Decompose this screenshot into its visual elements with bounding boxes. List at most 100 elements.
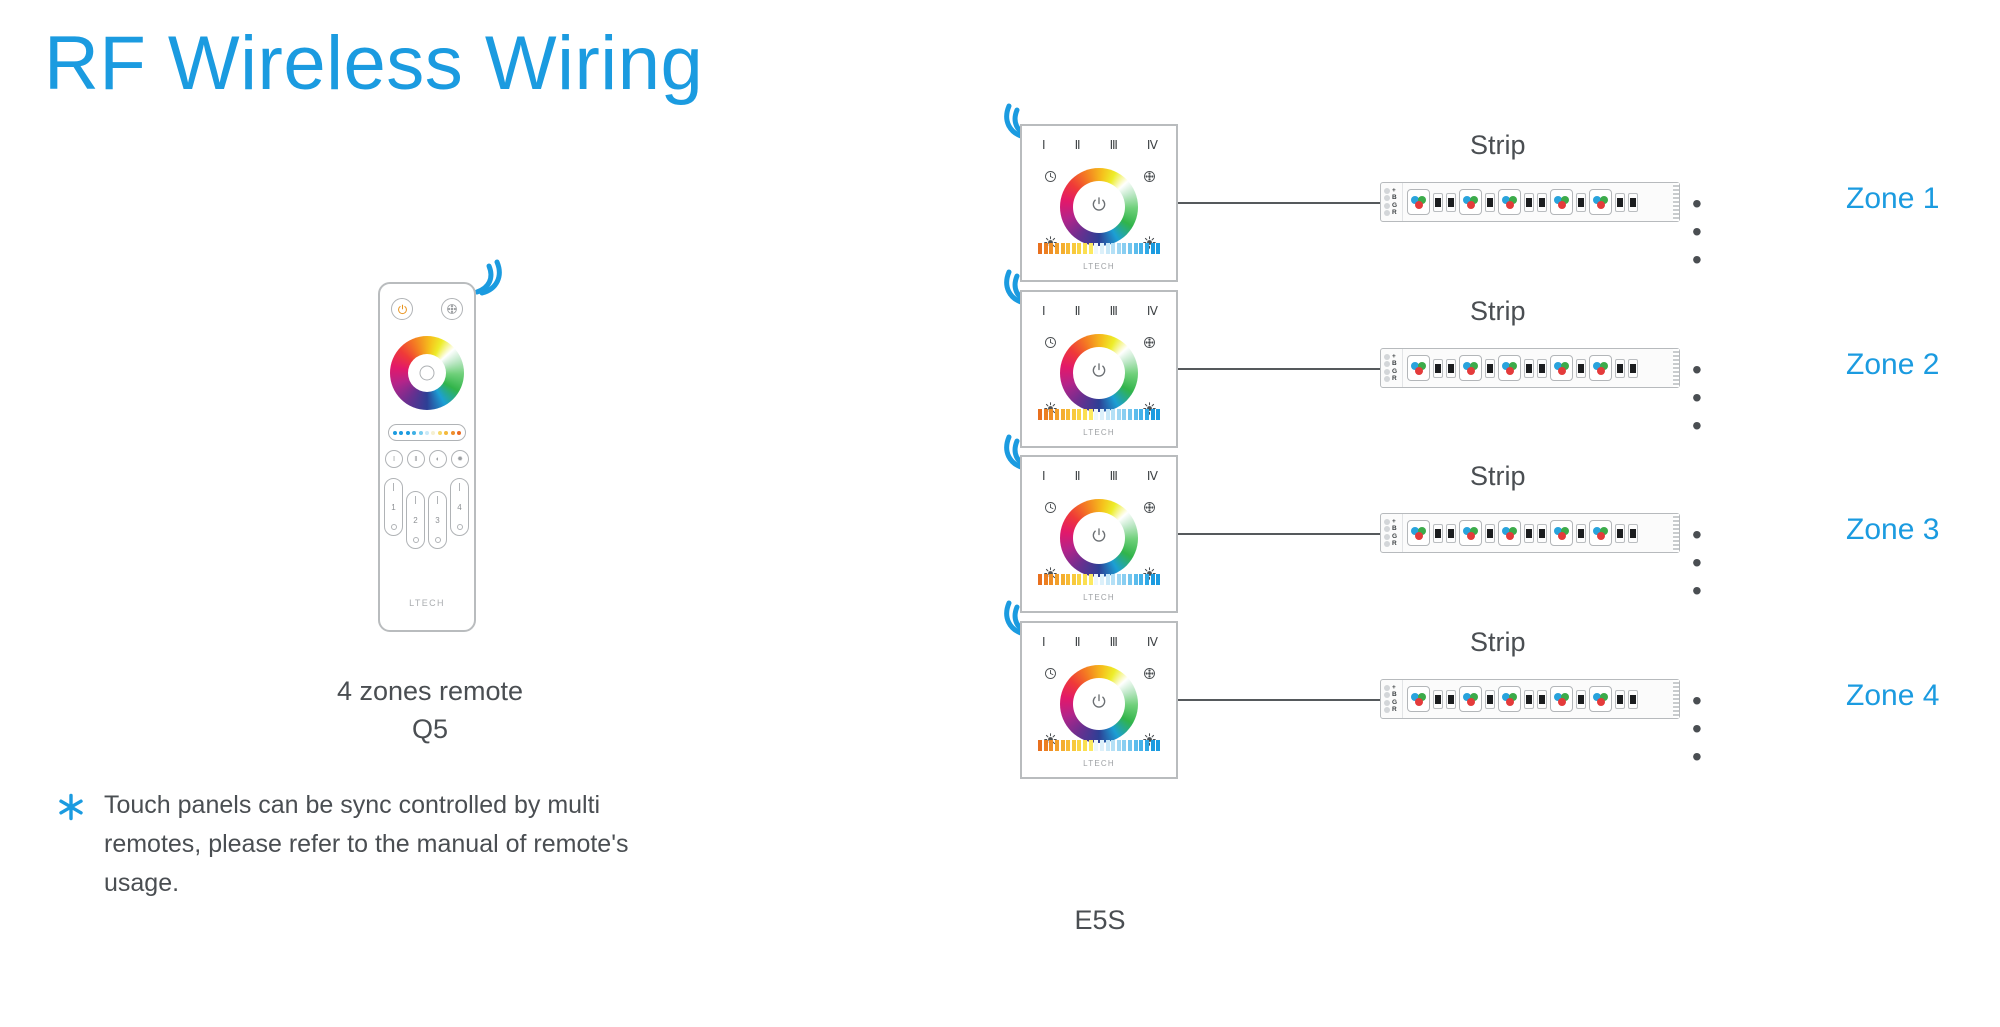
rgb-led-chip [1550,520,1573,546]
remote-mode-button-3[interactable]: ◐ [429,450,447,468]
panel-color-temp-bar[interactable] [1038,409,1161,420]
led-red-die [1414,366,1423,375]
panel-roman-2: Ⅱ [1074,469,1081,483]
connection-wire [1178,368,1380,370]
led-red-die [1596,200,1605,209]
flower-icon[interactable] [1143,336,1156,354]
panel-roman-1: Ⅰ [1042,304,1046,318]
zone-button-number: 3 [435,515,440,525]
led-green-die [1418,195,1426,204]
remote-dot-1 [393,430,398,435]
flower-icon[interactable] [1143,667,1156,685]
led-blue-die [1463,195,1471,204]
ct-tick-5 [1060,409,1065,420]
panel-color-wheel[interactable] [1060,334,1138,412]
clock-icon[interactable] [1044,336,1057,354]
panel-color-temp-bar[interactable] [1038,574,1161,585]
panel-color-wheel[interactable] [1060,665,1138,743]
remote-color-wheel[interactable] [390,336,464,410]
led-green-die [1561,361,1569,370]
power-icon[interactable] [1091,196,1108,218]
ct-tick-1 [1038,740,1043,751]
strip-resistor [1615,358,1625,378]
remote-zone-button-2[interactable]: 2 [406,491,425,549]
ct-tick-16 [1122,574,1127,585]
remote-dot-10 [450,430,455,435]
ct-tick-14 [1111,740,1116,751]
clock-icon[interactable] [1044,667,1057,685]
panel-roman-3: Ⅲ [1109,469,1118,483]
ct-tick-21 [1150,574,1155,585]
remote-mode-button-2[interactable]: Ⅱ [407,450,425,468]
ct-tick-1 [1038,574,1043,585]
strip-resistor [1485,523,1495,543]
strip-pad-R: R [1384,706,1402,714]
rgb-led-chip [1550,355,1573,381]
panel-color-wheel[interactable] [1060,499,1138,577]
ct-tick-19 [1139,243,1144,254]
panel-roman-2: Ⅱ [1074,635,1081,649]
ct-tick-8 [1077,740,1082,751]
remote-dot-4 [412,430,417,435]
page-title: RF Wireless Wiring [44,21,704,106]
ct-tick-22 [1156,740,1161,751]
strip-pad-plus: + [1384,187,1402,195]
clock-icon[interactable] [1044,170,1057,188]
remote-mode-button-1[interactable]: Ⅰ [385,450,403,468]
ct-tick-22 [1156,243,1161,254]
clock-icon[interactable] [1044,501,1057,519]
ct-tick-4 [1054,409,1059,420]
rgb-dies [1411,195,1426,209]
remote-power-button[interactable] [391,298,413,320]
power-icon[interactable] [1091,693,1108,715]
remote-mode-button-4[interactable]: ✹ [451,450,469,468]
strip-pad-contact [1384,518,1390,525]
led-green-die [1561,195,1569,204]
remote-zone-button-3[interactable]: 3 [428,491,447,549]
remote-zone-button-4[interactable]: 4 [450,478,469,536]
ct-tick-7 [1071,409,1076,420]
connection-wire [1178,533,1380,535]
led-blue-die [1502,526,1510,535]
led-red-die [1466,531,1475,540]
panel-roman-2: Ⅱ [1074,304,1081,318]
strip-continuation-ellipsis: • • • [1692,519,1707,606]
strip-label: Strip [1470,461,1526,491]
ct-tick-11 [1094,243,1099,254]
panel-color-temp-bar[interactable] [1038,740,1161,751]
remote-brightness-dotbar[interactable] [388,424,466,441]
ct-tick-14 [1111,574,1116,585]
power-icon[interactable] [1091,362,1108,384]
ct-tick-21 [1150,409,1155,420]
flower-icon[interactable] [1143,501,1156,519]
remote-scene-button[interactable] [441,298,463,320]
strip-label: Strip [1470,130,1526,160]
ct-tick-10 [1088,409,1093,420]
panel-color-temp-bar[interactable] [1038,243,1161,254]
panel-roman-3: Ⅲ [1109,138,1118,152]
remote-zone-button-1[interactable]: 1 [384,478,403,536]
strip-pad-contact [1384,353,1390,360]
rgb-dies [1593,195,1608,209]
rgb-led-chip [1498,355,1521,381]
rgb-led-chip [1459,355,1482,381]
remote-wheel-center[interactable] [419,365,435,381]
strip-pad-contact [1384,368,1390,375]
strip-cut-edge [1673,514,1679,552]
panel-color-wheel[interactable] [1060,168,1138,246]
strip-label: Strip [1470,627,1526,657]
note-text: Touch panels can be sync controlled by m… [104,791,629,897]
led-red-die [1414,697,1423,706]
power-icon[interactable] [1091,527,1108,549]
flower-icon[interactable] [1143,170,1156,188]
led-red-die [1414,531,1423,540]
flower-icon [447,304,457,314]
panel-roman-4: Ⅳ [1146,635,1158,649]
zone-button-bar [436,496,439,504]
